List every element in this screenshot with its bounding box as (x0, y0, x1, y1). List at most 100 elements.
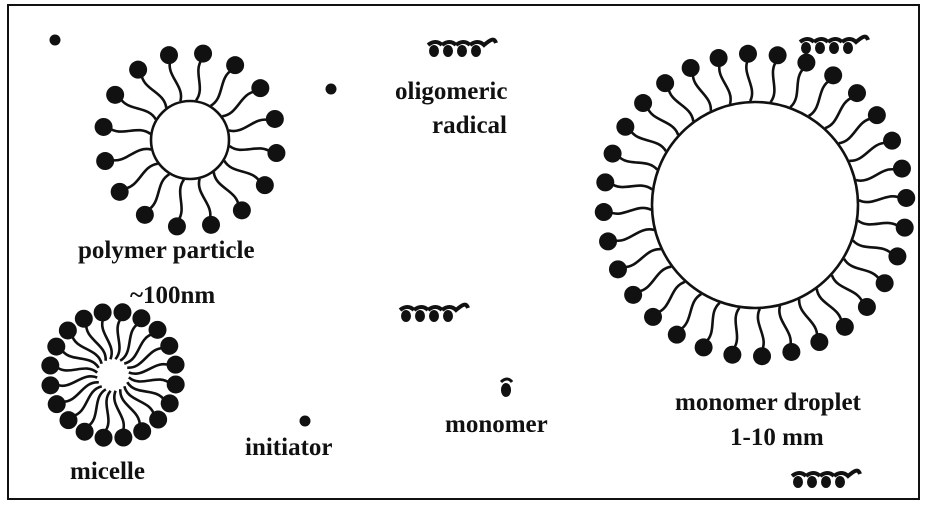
surfactant-head (136, 206, 154, 224)
surfactant-tail (733, 308, 739, 350)
surfactant-head (47, 338, 65, 356)
surfactant-tail (746, 59, 752, 101)
oligomeric-radical-label-line2: radical (432, 112, 507, 139)
surfactant-head (848, 84, 866, 102)
surfactant-head (266, 110, 284, 128)
surfactant-head (682, 59, 700, 77)
surfactant-tail (809, 80, 831, 116)
surfactant-tail (817, 289, 842, 323)
surfactant-head (604, 145, 622, 163)
initiator-dot-icon (50, 35, 61, 46)
surfactant-tail (618, 155, 658, 169)
micelle-label: micelle (70, 458, 145, 485)
surfactant-head (226, 56, 244, 74)
surfactant-head (167, 375, 185, 393)
surfactant-tail (637, 267, 671, 292)
surfactant-head (868, 106, 886, 124)
initiator-dot-icon (300, 416, 311, 427)
surfactant-tail (844, 259, 880, 281)
surfactant-head (167, 356, 185, 374)
surfactant-head (824, 66, 842, 84)
surfactant-tail (758, 309, 764, 351)
surfactant-tail (104, 391, 110, 433)
surfactant-tail (771, 61, 777, 103)
surfactant-head (41, 376, 59, 394)
surfactant-head (710, 49, 728, 67)
surfactant-head (656, 74, 674, 92)
surfactant-tail (109, 128, 151, 134)
surfactant-head (111, 183, 129, 201)
surfactant-tail (120, 98, 156, 120)
surfactant-head (769, 46, 787, 64)
surfactant-head (251, 79, 269, 97)
surfactant-tail (170, 60, 181, 101)
surfactant-head (624, 286, 642, 304)
initiator-dot-icon (326, 84, 337, 95)
surfactant-tail (839, 118, 873, 143)
monomer-label: monomer (445, 411, 548, 438)
surfactant-tail (858, 221, 900, 227)
surfactant-head (75, 310, 93, 328)
surfactant-head (836, 318, 854, 336)
surfactant-head (48, 395, 66, 413)
monomer-droplet-label: monomer droplet (675, 389, 862, 416)
surfactant-head (59, 321, 77, 339)
surfactant-head (76, 423, 94, 441)
initiator-label: initiator (245, 434, 333, 461)
surfactant-head (810, 333, 828, 351)
surfactant-tail (623, 249, 661, 267)
surfactant-head (256, 176, 274, 194)
surfactant-tail (825, 97, 853, 128)
surfactant-tail (680, 294, 702, 330)
oligomeric-radical-label-line1: oligomeric (395, 78, 507, 105)
surfactant-head (133, 422, 151, 440)
surfactant-head (194, 45, 212, 63)
surfactant-head (876, 274, 894, 292)
monomer-droplet-core (652, 102, 858, 308)
surfactant-tail (196, 59, 202, 101)
surfactant-head (599, 232, 617, 250)
oligomeric-radical-icon (400, 305, 468, 322)
surfactant-tail (230, 146, 272, 152)
surfactant-head (149, 411, 167, 429)
surfactant-head (160, 337, 178, 355)
surfactant-tail (115, 318, 121, 360)
surfactant-tail (859, 196, 901, 202)
surfactant-tail (779, 306, 790, 347)
surfactant-head (739, 45, 757, 63)
surfactant-head (634, 94, 652, 112)
surfactant-head (149, 321, 167, 339)
surfactant-tail (222, 91, 256, 116)
surfactant-head (897, 189, 915, 207)
surfactant-head (644, 308, 662, 326)
surfactant-tail (124, 164, 158, 189)
surfactant-head (267, 144, 285, 162)
surfactant-head (95, 118, 113, 136)
oligomeric-radical-icon (428, 40, 496, 57)
surfactant-head (595, 203, 613, 221)
surfactant-head (695, 338, 713, 356)
surfactant-head (41, 357, 59, 375)
surfactant-tail (199, 179, 210, 220)
oligomeric-radical-icon (800, 37, 868, 54)
surfactant-tail (853, 240, 893, 254)
surfactant-head (168, 217, 186, 235)
surfactant-tail (668, 87, 693, 121)
surfactant-head (797, 54, 815, 72)
surfactant-tail (647, 107, 678, 135)
surfactant-tail (141, 74, 166, 108)
surfactant-tail (613, 229, 654, 240)
surfactant-tail (719, 63, 730, 104)
surfactant-head (129, 61, 147, 79)
surfactant-head (896, 219, 914, 237)
surfactant-head (609, 260, 627, 278)
surfactant-head (113, 303, 131, 321)
surfactant-head (893, 160, 911, 178)
surfactant-head (160, 46, 178, 64)
surfactant-tail (849, 143, 887, 161)
monomer-unit-icon (501, 379, 512, 397)
surfactant-tail (611, 183, 653, 189)
surfactant-head (114, 429, 132, 447)
surfactant-tail (856, 169, 897, 180)
surfactant-head (753, 347, 771, 365)
